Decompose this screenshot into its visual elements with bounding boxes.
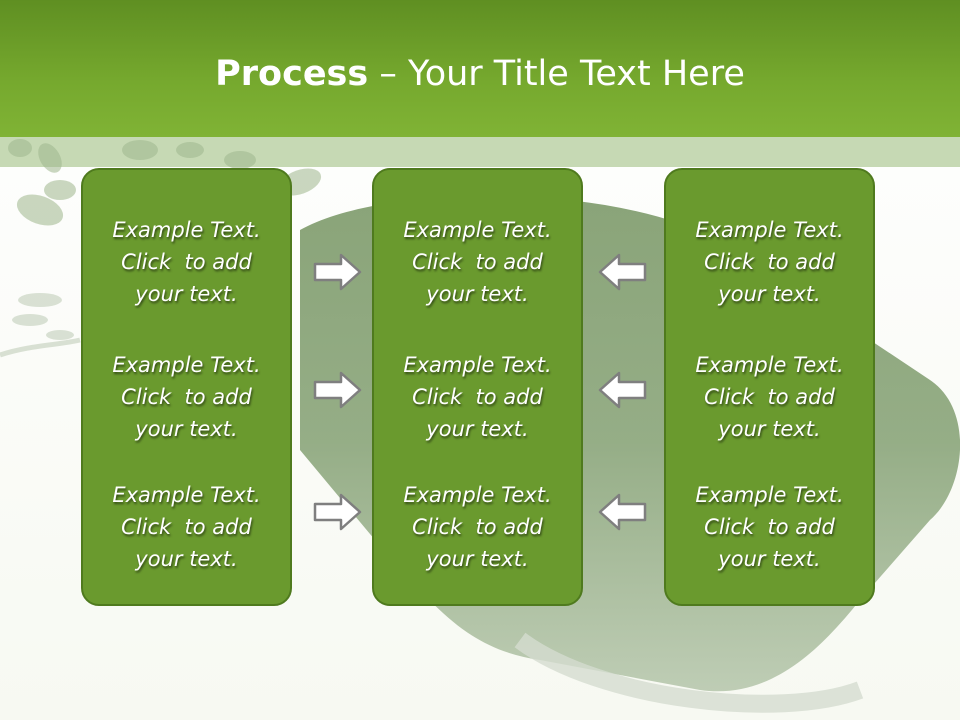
text-placeholder[interactable]: Example Text. Click to add your text. <box>695 218 844 306</box>
process-box-right[interactable]: Example Text. Click to add your text. Ex… <box>664 168 875 606</box>
arrow-right-icon <box>313 253 362 291</box>
text-placeholder[interactable]: Example Text. Click to add your text. <box>695 483 844 571</box>
arrow-left-icon <box>598 253 647 291</box>
text-placeholder[interactable]: Example Text. Click to add your text. <box>403 218 552 306</box>
text-placeholder[interactable]: Example Text. Click to add your text. <box>112 218 261 306</box>
page-title[interactable]: Process – Your Title Text Here <box>0 52 960 96</box>
arrow-right-icon <box>313 371 362 409</box>
arrow-right-icon <box>313 493 362 531</box>
text-placeholder[interactable]: Example Text. Click to add your text. <box>112 353 261 441</box>
text-placeholder[interactable]: Example Text. Click to add your text. <box>695 353 844 441</box>
header-band <box>0 137 960 167</box>
arrow-left-icon <box>598 493 647 531</box>
process-box-left[interactable]: Example Text. Click to add your text. Ex… <box>81 168 292 606</box>
title-bar: Process – Your Title Text Here <box>0 0 960 137</box>
text-placeholder[interactable]: Example Text. Click to add your text. <box>112 483 261 571</box>
title-bold: Process <box>215 54 369 94</box>
text-placeholder[interactable]: Example Text. Click to add your text. <box>403 353 552 441</box>
process-box-center[interactable]: Example Text. Click to add your text. Ex… <box>372 168 583 606</box>
arrow-left-icon <box>598 371 647 409</box>
text-placeholder[interactable]: Example Text. Click to add your text. <box>403 483 552 571</box>
title-rest: – Your Title Text Here <box>368 54 745 94</box>
